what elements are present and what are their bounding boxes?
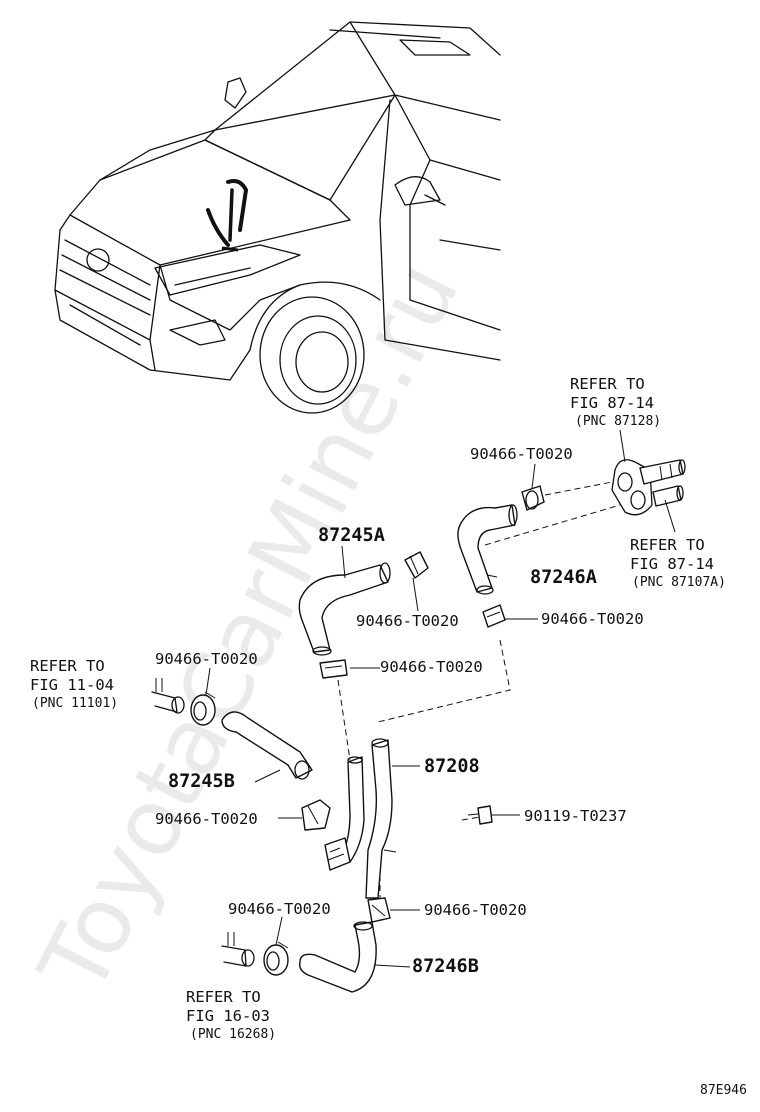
vehicle-illustration (54, 21, 501, 414)
svg-text:REFER TO: REFER TO (30, 657, 105, 675)
svg-text:FIG 87-14: FIG 87-14 (630, 555, 714, 573)
refer-label-11101: REFER TO FIG 11-04 (PNC 11101) (30, 657, 118, 711)
stub-pipe-16268 (221, 932, 255, 967)
hose-87246b (298, 921, 377, 993)
svg-text:REFER TO: REFER TO (186, 988, 261, 1006)
hose-clip-low-a (263, 941, 289, 976)
svg-text:(PNC 11101): (PNC 11101) (32, 696, 118, 711)
svg-text:FIG 87-14: FIG 87-14 (570, 394, 654, 412)
label-clip-low-b: 90466-T0020 (424, 901, 527, 919)
label-clip-mid-c: 90466-T0020 (380, 658, 483, 676)
refer-label-87128: REFER TO FIG 87-14 (PNC 87128) (570, 375, 661, 429)
hose-clip-left-bottom (301, 799, 331, 831)
hose-clip-mid-b (482, 604, 506, 628)
svg-text:(PNC 87107A): (PNC 87107A) (632, 575, 726, 590)
refer-label-16268: REFER TO FIG 16-03 (PNC 16268) (186, 988, 276, 1042)
label-clip-left-bottom: 90466-T0020 (155, 810, 258, 828)
svg-text:FIG 11-04: FIG 11-04 (30, 676, 114, 694)
hose-87245b (221, 711, 313, 779)
pipe-87208 (324, 738, 397, 899)
figure-code: 87E946 (700, 1083, 747, 1098)
label-clip-top: 90466-T0020 (470, 445, 573, 463)
label-hose-87245a: 87245A (318, 525, 385, 546)
hose-87246a (457, 504, 516, 593)
label-clip-mid-a: 90466-T0020 (356, 612, 459, 630)
label-clip-mid-b: 90466-T0020 (541, 610, 644, 628)
label-pipe-87208: 87208 (424, 756, 480, 777)
label-hose-87246a: 87246A (530, 567, 597, 588)
label-clip-left-top: 90466-T0020 (155, 650, 258, 668)
hose-clip-low-b (367, 897, 391, 923)
hose-clip-top (521, 485, 545, 511)
hose-clip-mid-c (319, 659, 348, 679)
label-hose-87246b: 87246B (412, 956, 479, 977)
svg-text:(PNC 16268): (PNC 16268) (190, 1027, 276, 1042)
label-bolt-90119: 90119-T0237 (524, 807, 627, 825)
bolt-90119 (467, 805, 493, 825)
hose-clip-mid-a (404, 551, 429, 579)
hose-87245a (298, 564, 389, 653)
svg-text:REFER TO: REFER TO (630, 536, 705, 554)
svg-text:FIG 16-03: FIG 16-03 (186, 1007, 270, 1025)
stub-pipe-11101 (151, 678, 185, 714)
label-clip-low-a: 90466-T0020 (228, 900, 331, 918)
refer-label-87107a: REFER TO FIG 87-14 (PNC 87107A) (630, 536, 726, 590)
svg-text:REFER TO: REFER TO (570, 375, 645, 393)
svg-text:(PNC 87128): (PNC 87128) (575, 414, 661, 429)
heater-core-connector (611, 459, 686, 516)
label-hose-87245b: 87245B (168, 771, 235, 792)
hose-clip-left-top (190, 691, 216, 726)
